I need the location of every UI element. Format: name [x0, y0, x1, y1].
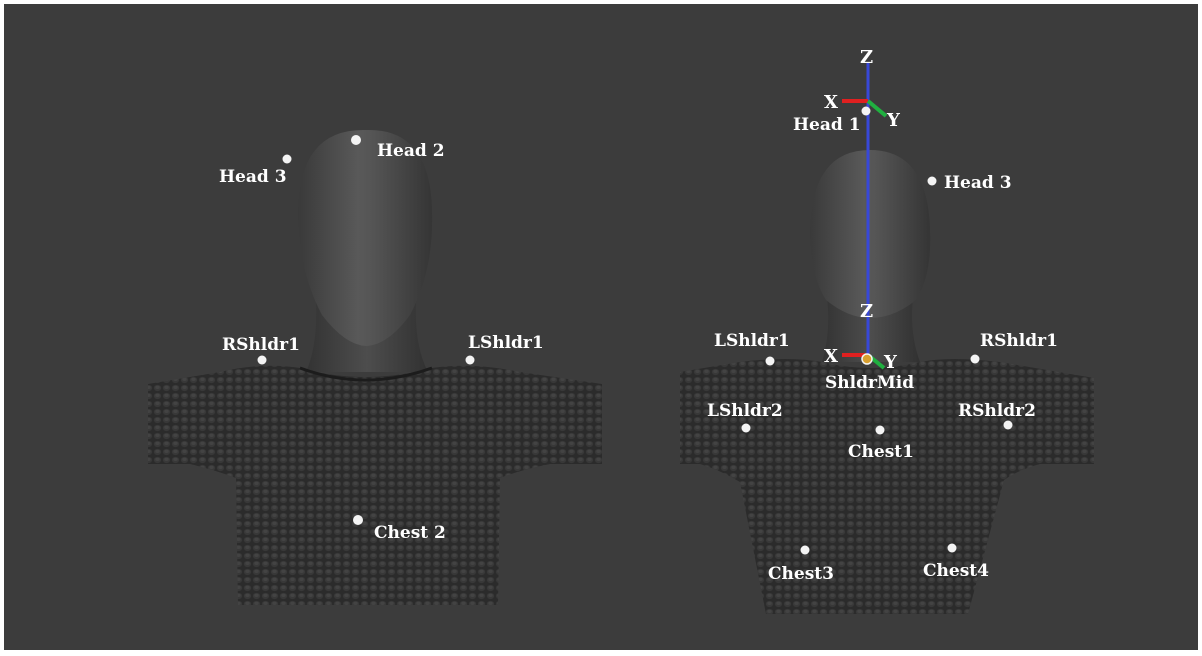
x-axis-label: X — [824, 346, 838, 367]
marker-dot — [971, 355, 980, 364]
marker-label: RShldr1 — [222, 335, 300, 355]
marker-label: RShldr1 — [980, 331, 1058, 351]
back-head — [810, 150, 930, 318]
marker-dot — [258, 356, 267, 365]
marker-dot — [351, 135, 361, 145]
marker-label: Head 3 — [944, 173, 1012, 193]
x-axis-label: X — [824, 92, 838, 113]
y-axis-label: Y — [883, 352, 898, 373]
marker-label: Chest4 — [923, 561, 989, 581]
marker-dot — [862, 107, 871, 116]
marker-label: RShldr2 — [958, 401, 1036, 421]
marker-dot — [766, 357, 775, 366]
z-axis-label: Z — [860, 301, 873, 322]
marker-dot — [353, 515, 363, 525]
marker-label: LShldr1 — [714, 331, 790, 351]
marker-dot — [862, 354, 872, 364]
marker-dot — [283, 155, 292, 164]
marker-dot — [801, 546, 810, 555]
marker-dot — [948, 544, 957, 553]
marker-dot — [742, 424, 751, 433]
y-axis-label: Y — [886, 110, 901, 131]
marker-label: Head 3 — [219, 167, 287, 187]
marker-label: LShldr1 — [468, 333, 544, 353]
marker-dot — [928, 177, 937, 186]
marker-label: LShldr2 — [707, 401, 783, 421]
marker-dot — [876, 426, 885, 435]
marker-label: Chest 2 — [374, 523, 446, 543]
marker-dot — [1004, 421, 1013, 430]
viewport-background — [4, 4, 1198, 650]
marker-label: Head 2 — [377, 141, 445, 161]
z-axis-label: Z — [860, 47, 873, 68]
marker-label: Head 1 — [793, 115, 861, 135]
marker-label: Chest1 — [848, 442, 914, 462]
marker-label: Chest3 — [768, 564, 834, 584]
marker-dot — [466, 356, 475, 365]
marker-label: ShldrMid — [825, 373, 914, 393]
